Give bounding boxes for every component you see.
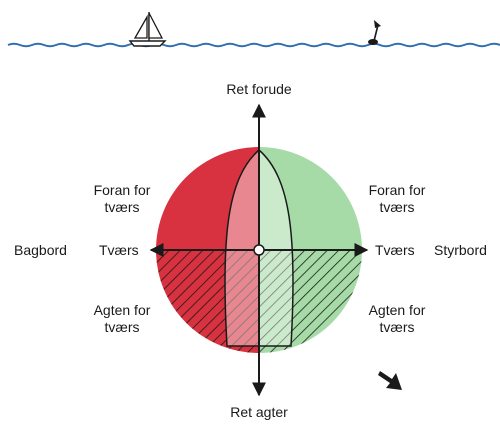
center-mark (253, 244, 265, 256)
buoy-icon (368, 20, 381, 45)
forward-label: Ret forude (226, 81, 292, 97)
starboard-forward-sector (259, 147, 362, 250)
aft-beam-left-label-line1: Agten for (93, 302, 151, 318)
port-forward-sector (156, 147, 259, 250)
port-label: Bagbord (14, 242, 67, 258)
forward-beam-right-label-line2: tværs (379, 199, 415, 215)
abeam-left-label: Tværs (99, 242, 139, 258)
aft-beam-left-label-line2: tværs (104, 319, 140, 335)
starboard-label: Styrbord (434, 242, 487, 258)
water-line (7, 42, 500, 48)
aft-beam-right-label-line1: Agten for (368, 302, 426, 318)
forward-beam-left-label-line2: tværs (104, 199, 140, 215)
sailboat-icon (128, 12, 167, 47)
aft-beam-right-label-line2: tværs (379, 319, 415, 335)
arrow-icon (378, 371, 402, 390)
aft-label: Ret agter (230, 404, 288, 420)
forward-beam-right-label-line1: Foran for (368, 182, 426, 198)
abeam-right-label: Tværs (375, 242, 415, 258)
forward-beam-left-label-line1: Foran for (93, 182, 151, 198)
